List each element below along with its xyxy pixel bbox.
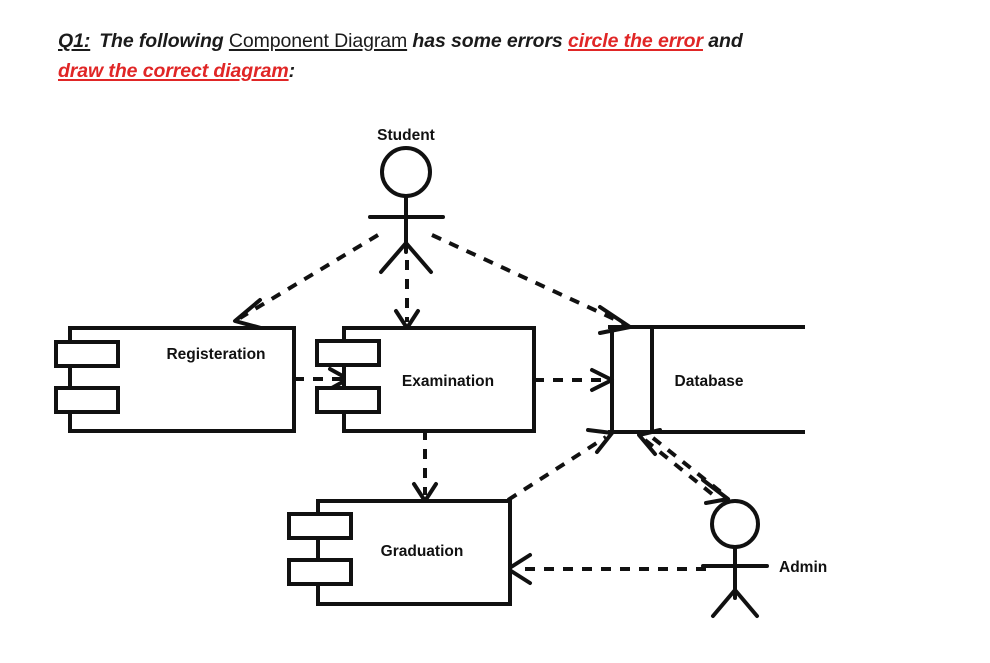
question-heading: Q1: The following Component Diagram has s…	[58, 26, 958, 86]
question-text-part-1: The following	[99, 30, 229, 52]
component-examination[interactable]: Examination	[315, 326, 536, 433]
connector-admin-to-graduation	[506, 553, 706, 585]
connector-admin-to-database	[637, 428, 714, 496]
component-label-graduation: Graduation	[381, 543, 464, 560]
connector-graduation-to-database	[506, 428, 614, 502]
connector-examination-to-database	[534, 368, 614, 392]
component-database[interactable]: Database	[608, 325, 805, 434]
actor-label-student: Student	[377, 127, 435, 144]
question-number: Q1:	[58, 30, 91, 52]
connector-database-to-admin	[651, 436, 730, 505]
question-text-part-3: and	[702, 30, 743, 52]
component-label-database: Database	[675, 373, 744, 390]
actor-student[interactable]: Student	[368, 127, 445, 274]
question-instruction-2: draw the correct diagram	[58, 60, 289, 83]
diagram-svg: Registeration Examination Database Gradu…	[54, 127, 827, 618]
component-diagram: Registeration Examination Database Gradu…	[0, 100, 990, 663]
component-label-examination: Examination	[402, 373, 494, 390]
question-text-part-2: has some errors	[407, 30, 568, 52]
question-colon: :	[288, 60, 296, 83]
actor-admin[interactable]: Admin	[701, 499, 827, 618]
question-subject: Component Diagram	[228, 30, 408, 52]
component-registeration[interactable]: Registeration	[54, 326, 296, 433]
component-label-registeration: Registeration	[166, 346, 265, 363]
component-graduation[interactable]: Graduation	[287, 499, 512, 606]
connector-student-to-examination	[394, 260, 420, 330]
connector-student-to-database	[431, 233, 632, 335]
connector-examination-to-graduation	[412, 430, 438, 503]
question-instruction-1: circle the error	[568, 30, 703, 52]
connector-student-to-registeration	[233, 233, 380, 330]
actor-label-admin: Admin	[779, 559, 827, 576]
